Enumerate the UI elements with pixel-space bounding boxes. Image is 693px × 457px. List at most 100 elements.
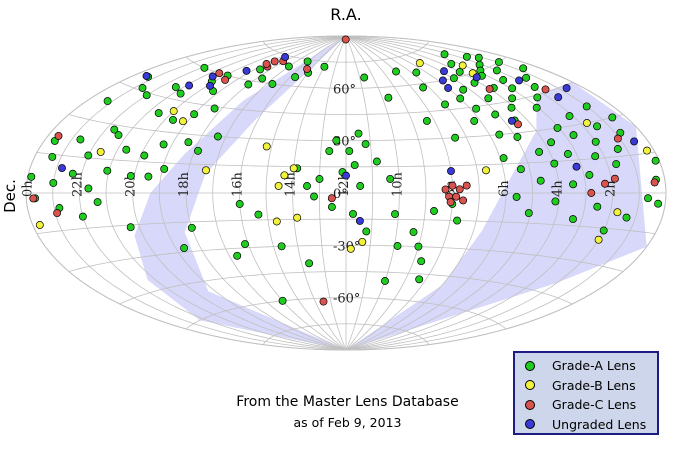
grade-c-lens-point <box>270 57 279 66</box>
grade-a-lens-point <box>114 131 123 140</box>
parallel-line <box>262 41 430 63</box>
grade-c-lens-point <box>54 131 63 140</box>
chart-title: R.A. <box>330 5 361 24</box>
parallel-line <box>119 81 573 115</box>
grade-a-lens-point <box>409 228 418 237</box>
y-axis-label: Dec. <box>1 179 19 213</box>
grade-a-lens-point <box>256 65 265 74</box>
grade-c-lens-point <box>485 84 494 93</box>
dec-tick-label: 60° <box>333 82 356 97</box>
grade-a-lens-point <box>582 102 591 111</box>
ungraded-lens-point <box>206 81 214 90</box>
grade-a-lens-point <box>362 227 371 236</box>
ungraded-lens-point <box>440 67 448 76</box>
grade-a-lens-point <box>553 123 562 132</box>
grade-a-lens-point <box>258 74 267 83</box>
grade-a-lens-point <box>345 147 354 156</box>
grade-c-lens-point <box>341 35 350 44</box>
grade-c-lens-point <box>262 60 271 68</box>
ungraded-lens-point <box>472 73 481 82</box>
grade-a-lens-point <box>49 178 58 187</box>
ungraded-lens-point <box>142 72 151 80</box>
ra-tick-label: 16h <box>230 171 245 197</box>
parallel-line <box>68 114 624 142</box>
grade-a-lens-point <box>122 145 131 154</box>
grade-a-lens-point <box>169 115 177 124</box>
grade-a-lens-point <box>180 244 189 253</box>
grade-a-lens-point <box>93 198 102 207</box>
grade-a-lens-point <box>154 109 163 118</box>
legend-label: Ungraded Lens <box>552 416 647 432</box>
grade-a-lens-point <box>585 171 594 179</box>
grade-a-lens-point <box>159 140 168 149</box>
grade-a-lens-point <box>200 63 209 72</box>
ungraded-lens-point <box>185 81 194 90</box>
grade-a-lens-point <box>360 73 369 82</box>
ungraded-lens-point <box>342 171 350 180</box>
grade-b-lens-point <box>358 237 367 246</box>
grade-a-lens-point <box>508 84 517 93</box>
grade-a-lens-point <box>484 94 493 103</box>
parallel-line <box>36 218 656 234</box>
legend-label: Grade-A Lens <box>552 358 636 374</box>
grade-a-lens-point <box>176 89 185 98</box>
grade-a-lens-point <box>644 194 652 203</box>
grade-c-lens-point <box>319 297 328 306</box>
grade-a-lens-point <box>140 151 149 160</box>
grade-a-lens-point <box>303 57 312 66</box>
ra-tick-label: 4h <box>550 180 565 197</box>
caption-date: as of Feb 9, 2013 <box>293 415 402 430</box>
grade-a-lens-point <box>384 93 393 102</box>
grade-a-lens-point <box>76 135 85 144</box>
ungraded-lens-point <box>507 116 516 125</box>
grade-b-lens-point <box>293 213 302 222</box>
legend-item-grade-a: Grade-A Lens <box>525 356 657 376</box>
grade-a-lens-point <box>417 257 426 266</box>
grade-a-lens-point <box>291 73 300 82</box>
grade-a-lens-point <box>513 133 522 141</box>
grade-a-lens-point <box>516 165 525 174</box>
parallel-line <box>185 297 507 330</box>
lens-points <box>27 35 663 306</box>
grade-a-lens-point <box>284 62 293 71</box>
grade-a-lens-point <box>235 200 244 208</box>
ra-tick-label: 6h <box>497 180 512 197</box>
grade-a-lens-point <box>472 104 481 113</box>
grade-a-lens-point <box>622 213 631 222</box>
grade-a-lens-point <box>110 125 119 134</box>
dec-tick-label: -30° <box>333 239 360 254</box>
grade-a-lens-point <box>440 50 449 59</box>
grade-b-lens-point <box>643 146 651 155</box>
grade-a-lens-point <box>499 154 508 163</box>
grade-b-lens-point <box>594 235 603 244</box>
grade-a-lens-point <box>103 166 112 175</box>
grade-c-lens-point <box>448 181 457 190</box>
ra-tick-label: 10h <box>390 171 405 197</box>
grade-a-lens-point <box>68 169 77 178</box>
grade-a-lens-point <box>84 151 93 160</box>
grade-a-lens-point <box>278 296 287 305</box>
grade-a-lens-point <box>194 146 202 155</box>
grade-a-lens-point <box>187 223 196 232</box>
grade-a-lens-point <box>522 73 531 82</box>
grade-a-lens-point <box>391 210 399 219</box>
grade-a-lens-point <box>591 152 600 161</box>
grade-a-lens-point <box>241 240 249 249</box>
grade-a-lens-point <box>430 207 438 215</box>
grade-a-lens-point <box>356 182 365 190</box>
grade-a-lens-point <box>171 83 180 92</box>
ungraded-lens-point <box>438 76 447 85</box>
grade-a-lens-point <box>494 58 503 67</box>
ungraded-lens-point <box>58 164 66 173</box>
grade-c-lens-point <box>459 196 468 205</box>
grade-a-lens-point <box>535 147 544 156</box>
grade-b-lens-point <box>415 59 424 68</box>
grade-a-lens-point <box>491 110 500 119</box>
legend-item-ungraded: Ungraded Lens <box>525 415 657 435</box>
grade-a-lens-point <box>325 147 334 156</box>
grade-a-lens-point <box>160 164 169 173</box>
grade-a-lens-point <box>126 172 135 180</box>
grade-b-lens-point <box>202 166 210 175</box>
grade-a-lens-point <box>415 275 424 284</box>
